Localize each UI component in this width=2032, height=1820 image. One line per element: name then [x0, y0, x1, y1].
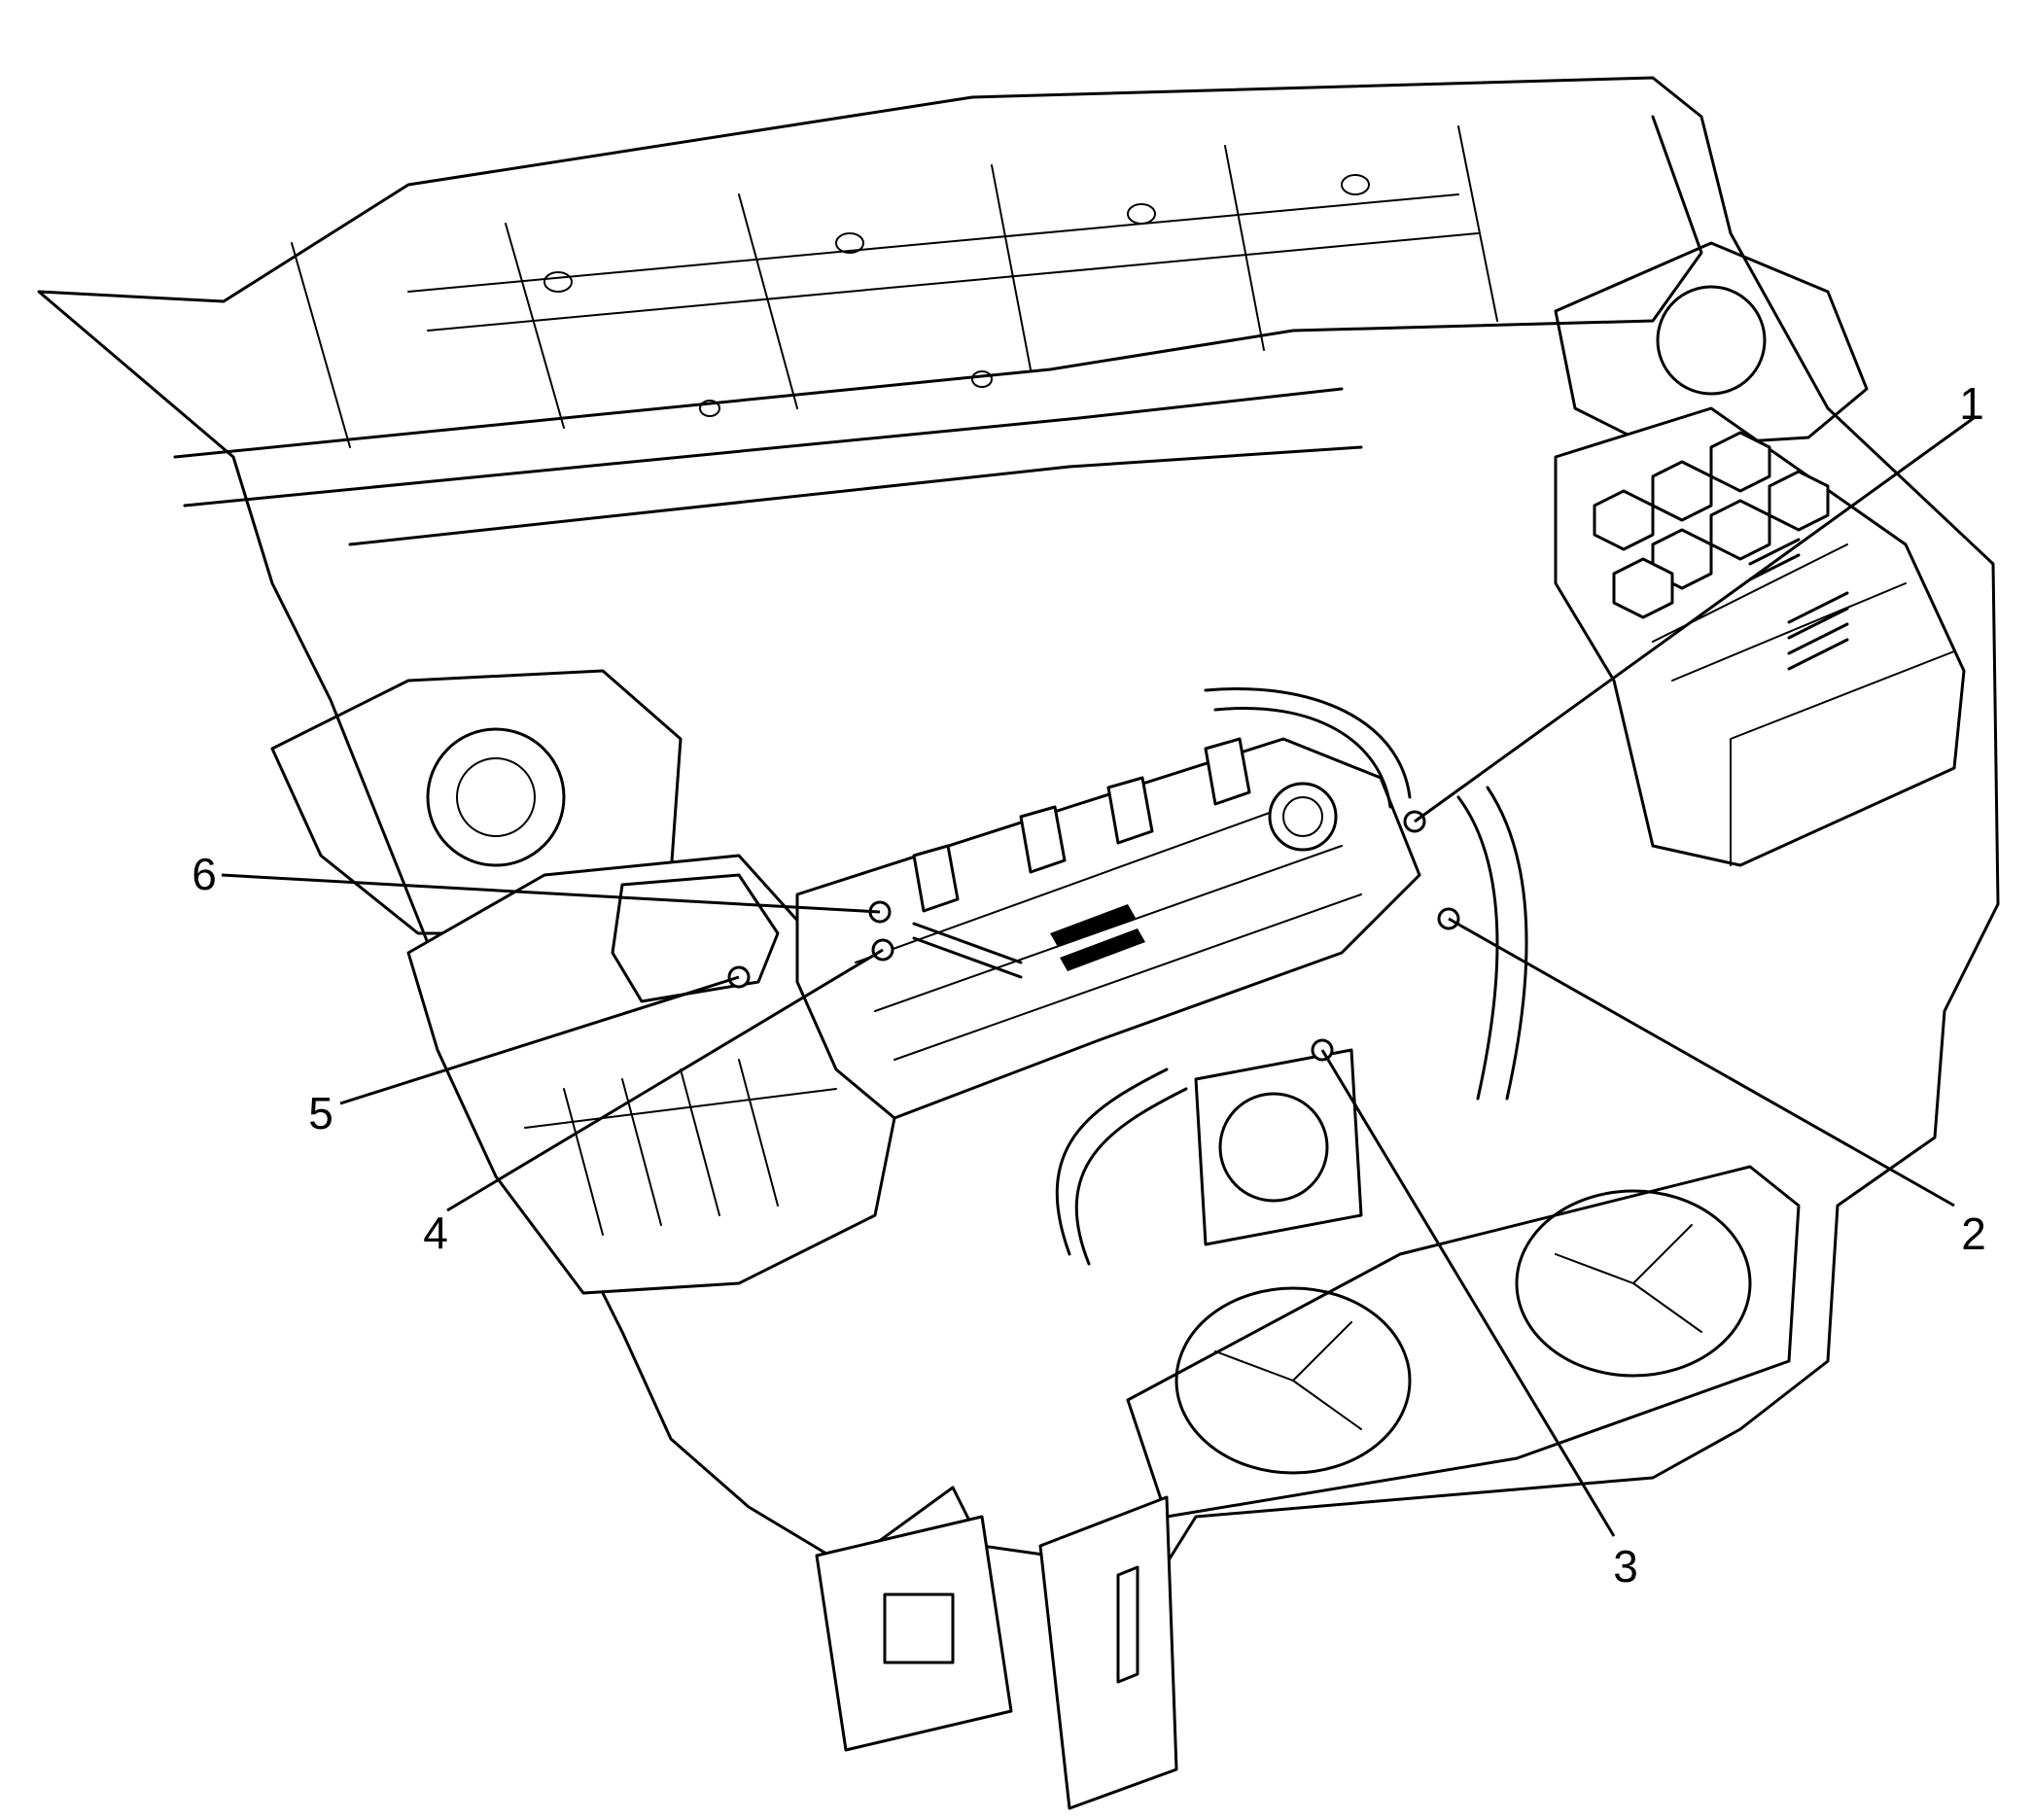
fan-right [1515, 1189, 1752, 1378]
harness-loop [1204, 687, 1412, 809]
right-strut-mount [1656, 285, 1767, 396]
oil-fill-cap [1268, 782, 1338, 852]
callout-6: 6 [192, 849, 217, 899]
radiator-shroud [1126, 1165, 1801, 1519]
left-strut-mount [426, 727, 566, 867]
cam-cover-logo [1050, 904, 1145, 971]
throttle-body [1218, 1092, 1329, 1203]
callout-1: 1 [1959, 378, 1984, 429]
cowl-ribs [291, 125, 1498, 448]
air-inlet-duct [611, 873, 780, 1003]
fuse-block-vents [1748, 538, 1849, 671]
callout-5: 5 [308, 1088, 333, 1138]
air-cleaner-ribs [524, 1059, 837, 1236]
coolant-hose-upper [1456, 795, 1499, 1101]
relay-group [1593, 431, 1830, 619]
cowl-holes [543, 174, 1370, 417]
left-bumper-mount [815, 1515, 1013, 1752]
leader-line-5 [339, 975, 740, 1105]
leader-line-6 [221, 873, 881, 914]
leader-line-2 [1448, 917, 1955, 1208]
front-bracket [1038, 1495, 1178, 1810]
leader-line-3 [1320, 1049, 1616, 1537]
heater-hose [1055, 1068, 1188, 1266]
leader-line-1 [1414, 416, 1975, 823]
ignition-coils [912, 737, 1251, 913]
callout-4: 4 [423, 1208, 448, 1258]
callout-3: 3 [1613, 1541, 1638, 1592]
right-strut-tower [1554, 241, 1869, 449]
cowl-panel [173, 115, 1703, 546]
vacuum-line [912, 922, 1023, 979]
callout-2: 2 [1961, 1208, 1986, 1259]
cam-cover-ridge [855, 796, 1362, 1061]
fan-left [1174, 1286, 1412, 1475]
leader-line-4 [446, 948, 884, 1212]
